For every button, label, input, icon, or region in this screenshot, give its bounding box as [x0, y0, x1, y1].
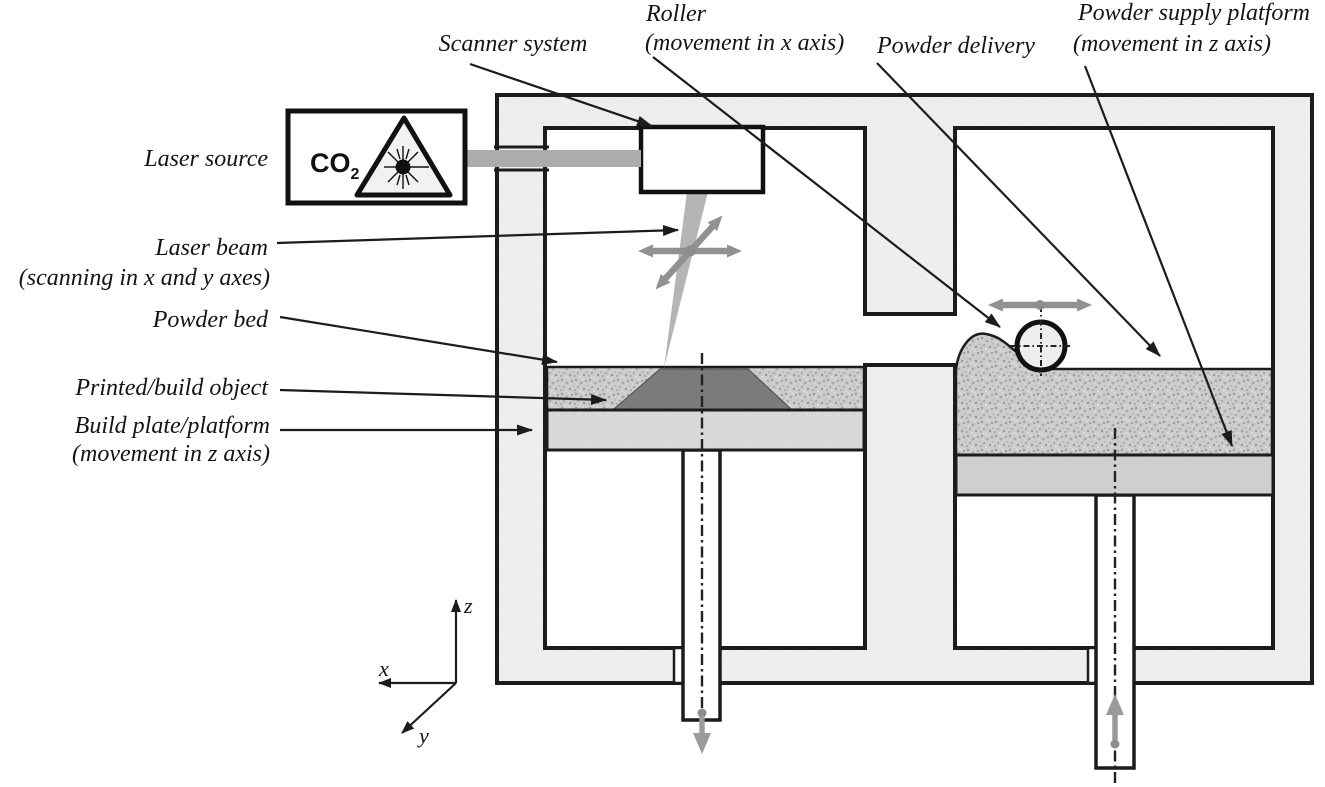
- label-roller-line2: (movement in x axis): [645, 30, 844, 56]
- label-laser-beam-line1: Laser beam: [154, 235, 268, 261]
- laser-gas-label: CO2: [310, 148, 360, 183]
- laser-warning-icon: [354, 115, 453, 198]
- roller-movement-arrow: [988, 298, 1092, 312]
- label-laser-source: Laser source: [143, 146, 268, 172]
- coordinate-axes: z x y: [378, 593, 473, 748]
- powder-supply-leader: [1083, 65, 1234, 447]
- label-laser-beam-line2: (scanning in x and y axes): [19, 265, 270, 291]
- scanner-box: [638, 124, 766, 195]
- roller: [1010, 306, 1072, 376]
- label-powder-supply-line2: (movement in z axis): [1073, 31, 1271, 57]
- leader-lines: [276, 56, 1234, 447]
- printed-object-leader: [279, 388, 607, 406]
- build-platform-down-arrow: [693, 708, 711, 754]
- scan-direction-arrows: [638, 215, 742, 290]
- powder-delivery-leader: [876, 62, 1161, 357]
- scanner-leader: [469, 62, 653, 128]
- roller-arrow-dot: [1035, 300, 1045, 310]
- label-build-plate-line1: Build plate/platform: [75, 413, 270, 439]
- label-scanner-system: Scanner system: [439, 31, 588, 57]
- laser-beam-leader: [276, 224, 679, 245]
- build-plate: [545, 408, 866, 452]
- laser-source-box: CO2: [285, 108, 468, 206]
- label-roller-line1: Roller: [645, 1, 707, 27]
- label-powder-bed: Powder bed: [152, 307, 269, 333]
- label-powder-delivery: Powder delivery: [876, 33, 1035, 59]
- label-powder-supply-line1: Powder supply platform: [1077, 0, 1310, 26]
- axis-y-label: y: [417, 723, 429, 748]
- label-build-plate-line2: (movement in z axis): [72, 441, 270, 467]
- machine-chambers: [543, 126, 1275, 650]
- axis-z-label: z: [463, 593, 473, 618]
- axis-x-label: x: [378, 656, 389, 681]
- labels: Scanner system Roller (movement in x axi…: [19, 0, 1310, 467]
- label-printed-object: Printed/build object: [74, 375, 269, 401]
- scan-pivot-dot: [684, 245, 696, 257]
- roller-leader: [652, 56, 1001, 328]
- laser-tube: [465, 150, 641, 167]
- powder-bed-leader: [279, 315, 558, 366]
- supply-platform-up-arrow: [1106, 694, 1124, 749]
